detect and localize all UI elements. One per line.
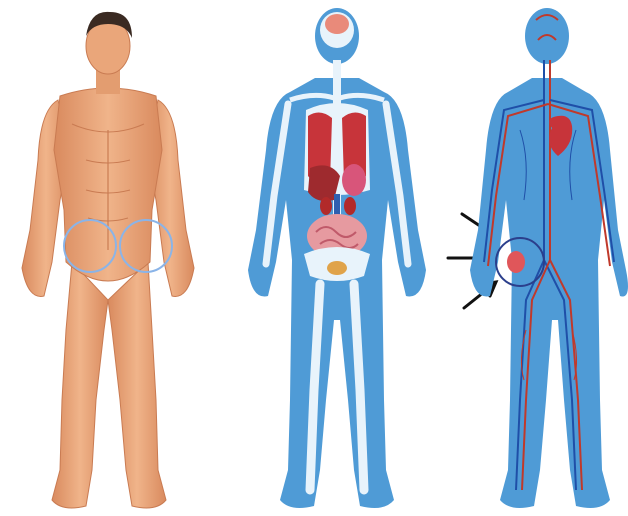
circulatory-figure — [440, 0, 628, 516]
male-body-figure — [0, 0, 215, 516]
organs-skeleton-figure — [230, 0, 445, 516]
